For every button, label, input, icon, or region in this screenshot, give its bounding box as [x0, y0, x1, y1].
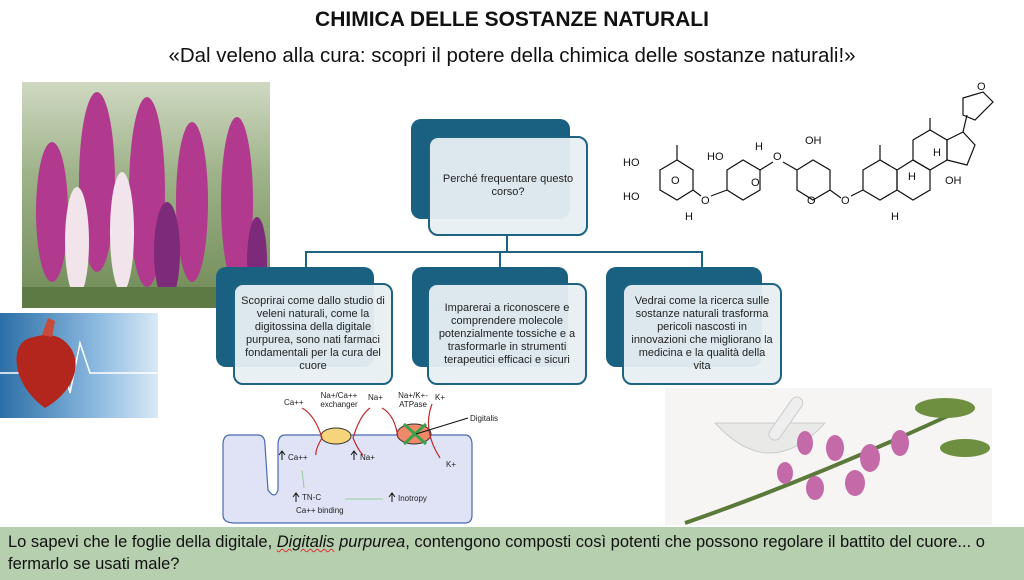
species-epithet: purpurea — [334, 533, 406, 551]
banner-text: Lo sapevi che le foglie della digitale, — [8, 533, 277, 551]
foxglove-photo — [22, 82, 270, 308]
label-k-in: K+ — [446, 460, 457, 469]
mol-label: O — [671, 175, 680, 187]
label-atpase: Na+/K+- ATPase — [398, 391, 428, 409]
root-box: Perché frequentare questo corso? — [428, 136, 588, 236]
banner-text-end: , contengono composti così potenti che p… — [8, 533, 985, 573]
mol-label: OH — [945, 175, 962, 187]
mol-label: O — [841, 195, 850, 207]
label-tnc: TN-C — [302, 493, 322, 502]
mol-label: O — [773, 151, 782, 163]
label-ca-in: Ca++ — [288, 453, 308, 462]
mol-label: O — [701, 195, 710, 207]
mol-label: H — [755, 141, 763, 153]
mol-label: O — [807, 195, 816, 207]
mortar-foxglove-photo — [665, 388, 992, 525]
fun-fact-banner: Lo sapevi che le foglie della digitale, … — [0, 527, 1024, 580]
label-na-out: Na+ — [368, 393, 383, 402]
mol-label: O — [977, 81, 986, 93]
label-digitalis: Digitalis — [470, 414, 499, 423]
connector — [506, 236, 508, 252]
mol-label: OH — [805, 135, 822, 147]
label-binding: Ca++ binding — [296, 506, 344, 515]
mol-label: HO — [707, 151, 724, 163]
label-inotropy: Inotropy — [398, 494, 427, 503]
label-ca-out: Ca++ — [284, 398, 304, 407]
connector — [305, 251, 307, 267]
child-box-2: Imparerai a riconoscere e comprendere mo… — [427, 283, 587, 385]
child-box-1: Scoprirai come dallo studio di veleni na… — [233, 283, 393, 385]
label-exchanger: Na+/Ca++ exchanger — [320, 391, 358, 409]
mol-label: H — [908, 171, 916, 183]
mol-label: H — [685, 211, 693, 223]
slide-subtitle: «Dal veleno alla cura: scopri il potere … — [168, 44, 856, 67]
species-genus: Digitalis — [276, 533, 335, 551]
mol-label: HO — [623, 157, 640, 169]
connector — [499, 251, 501, 267]
slide-title: CHIMICA DELLE SOSTANZE NATURALI — [315, 8, 709, 31]
connector — [305, 251, 703, 253]
mol-label: H — [933, 147, 941, 159]
child-box-3: Vedrai come la ricerca sulle sostanze na… — [622, 283, 782, 385]
digitalis-mechanism-diagram: Ca++ Na+/Ca++ exchanger Na+ Na+/K+- ATPa… — [220, 390, 520, 525]
digitoxin-structure: HO HO HO OH OH H H H H H O O O O O O O — [623, 81, 994, 223]
heart-illustration — [0, 313, 158, 418]
mol-label: O — [751, 177, 760, 189]
label-k-out: K+ — [435, 393, 446, 402]
mol-label: HO — [623, 191, 640, 203]
connector — [701, 251, 703, 267]
mol-label: H — [891, 211, 899, 223]
label-na-in: Na+ — [360, 453, 375, 462]
